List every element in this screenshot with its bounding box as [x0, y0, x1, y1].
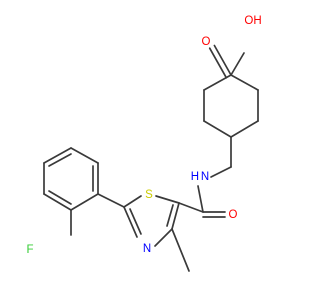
bond-n3-c4	[154, 228, 173, 247]
bond-ar-3b	[48, 153, 72, 167]
bond-c-oh	[230, 52, 245, 76]
atom-label-thiazole-n: N	[143, 243, 151, 255]
bond-ring-3	[230, 120, 259, 138]
bond-n-co	[197, 185, 204, 213]
atom-label-amide-n: N	[201, 171, 209, 183]
bond-ring-6	[203, 74, 232, 91]
atom-label-amide-o: O	[229, 209, 238, 221]
bond-ar-5	[43, 193, 72, 211]
bond-c2-n3-b	[129, 208, 142, 235]
bond-c4-methyl	[171, 228, 190, 272]
bond-ar-2	[70, 147, 99, 164]
bond-c5-s	[155, 195, 180, 204]
bond-ring-4	[203, 120, 232, 138]
bond-ar-6	[70, 193, 99, 211]
bond-ring-1	[230, 74, 259, 91]
bond-s-c2	[123, 195, 142, 208]
bond-ar-3	[43, 147, 72, 164]
atom-label-carbonyl-o: O	[202, 36, 211, 48]
bond-c4-c5-b	[166, 204, 174, 227]
bonds	[43, 44, 259, 272]
atom-label-amide-h: H	[191, 171, 199, 183]
bond-ar-5b	[48, 190, 72, 205]
structure-diagram: O OH H N O S N F	[26, 15, 262, 272]
atom-label-hydroxyl-oh: OH	[244, 15, 261, 27]
bond-carbonyl-a	[213, 44, 232, 76]
atom-label-thiazole-s: S	[145, 189, 153, 201]
bond-c2-n3-a	[123, 206, 138, 238]
bond-c2-aryl	[97, 193, 125, 208]
bond-co-c5	[178, 202, 204, 213]
bond-carbonyl-b	[208, 47, 228, 79]
bond-ch2-n	[210, 166, 232, 178]
atom-labels: O OH H N O S N F	[26, 15, 261, 256]
bond-c4-c5-a	[171, 202, 180, 230]
atom-label-fluorine: F	[26, 244, 33, 256]
